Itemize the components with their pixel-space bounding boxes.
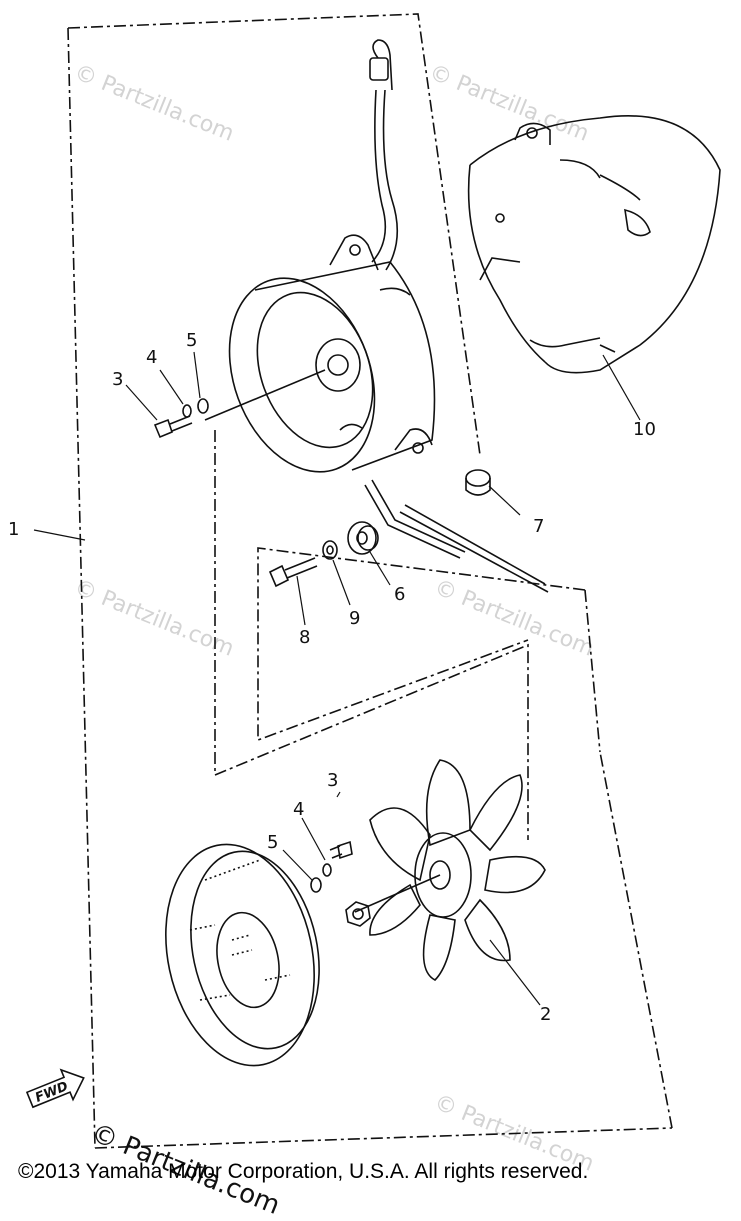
collar <box>465 469 491 496</box>
fan <box>354 759 546 981</box>
washer-mid <box>322 540 338 560</box>
callout-5-upper: 5 <box>186 330 197 351</box>
lock-washer-upper <box>182 404 192 418</box>
callout-7: 7 <box>533 516 544 537</box>
washer-upper <box>197 398 209 414</box>
fan-cover <box>165 843 320 1067</box>
callout-4-upper: 4 <box>146 347 157 368</box>
shaft <box>204 369 326 421</box>
callout-1: 1 <box>8 519 19 540</box>
bolt-lower <box>329 840 353 860</box>
callout-3-upper: 3 <box>112 369 123 390</box>
nut <box>345 901 371 927</box>
callout-2: 2 <box>540 1004 551 1025</box>
callout-5-lower: 5 <box>267 832 278 853</box>
leader-lines <box>33 351 641 1006</box>
bolt-mid <box>268 557 318 588</box>
callout-9: 9 <box>349 608 360 629</box>
grommet <box>347 521 379 555</box>
copyright-notice: ©2013 Yamaha Motor Corporation, U.S.A. A… <box>18 1160 589 1183</box>
bolt-upper <box>153 415 193 439</box>
rod <box>399 511 549 593</box>
callout-6: 6 <box>394 584 405 605</box>
wire-harness <box>364 39 466 559</box>
part-callouts: 1 3 4 5 10 7 6 9 8 3 4 5 2 <box>8 330 656 1025</box>
motor-housing <box>228 234 436 473</box>
callout-3-lower: 3 <box>327 770 338 791</box>
shroud <box>467 115 721 374</box>
lock-washer-lower <box>322 863 332 877</box>
washer-lower <box>310 877 322 893</box>
assembly-outline <box>67 13 673 1149</box>
callout-4-lower: 4 <box>293 799 304 820</box>
callout-10: 10 <box>633 419 656 440</box>
fwd-arrow-icon: FWD <box>25 1068 85 1109</box>
callout-8: 8 <box>299 627 310 648</box>
